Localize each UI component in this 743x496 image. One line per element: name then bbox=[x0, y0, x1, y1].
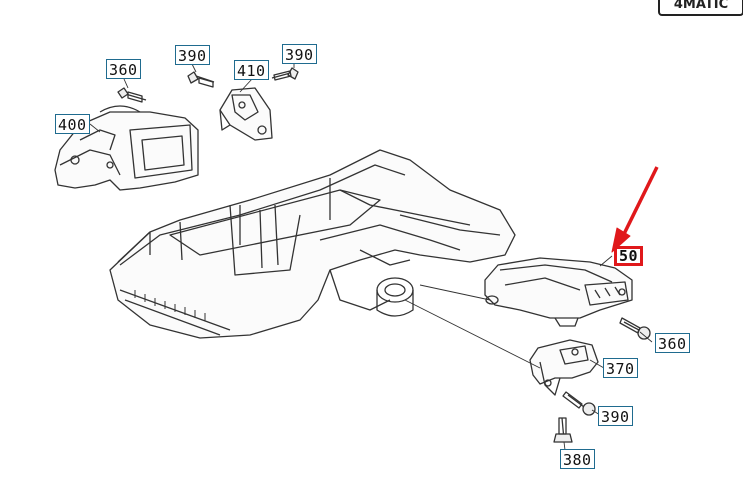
part-50-engine-mount bbox=[484, 257, 633, 327]
callout-390-bottom[interactable]: 390 bbox=[598, 406, 633, 426]
callout-390-top-b[interactable]: 390 bbox=[282, 44, 317, 64]
callout-400[interactable]: 400 bbox=[55, 114, 90, 134]
highlight-arrow bbox=[611, 166, 659, 253]
bolt-360-top bbox=[117, 87, 147, 103]
part-410-bracket bbox=[219, 87, 273, 141]
callout-370[interactable]: 370 bbox=[603, 358, 638, 378]
callout-390-top-a[interactable]: 390 bbox=[175, 45, 210, 65]
callout-380[interactable]: 380 bbox=[560, 449, 595, 469]
subframe-bushing bbox=[376, 277, 414, 317]
bolt-360-right bbox=[619, 317, 651, 340]
bolt-390-bottom bbox=[562, 391, 596, 416]
subframe-ribs bbox=[134, 290, 206, 321]
model-badge: 4MATIC bbox=[658, 0, 743, 16]
callout-360-right[interactable]: 360 bbox=[655, 333, 690, 353]
subframe-crossmember bbox=[109, 149, 516, 339]
callout-410[interactable]: 410 bbox=[234, 60, 269, 80]
callout-360-top[interactable]: 360 bbox=[106, 59, 141, 79]
part-370-bracket bbox=[529, 339, 599, 396]
part-400-mount bbox=[54, 105, 199, 191]
bolt-390-top-a bbox=[187, 71, 215, 88]
callout-50[interactable]: 50 bbox=[614, 246, 644, 266]
leader-lines bbox=[89, 63, 653, 451]
bolt-380 bbox=[553, 417, 573, 443]
bolt-390-top-b bbox=[271, 67, 299, 81]
